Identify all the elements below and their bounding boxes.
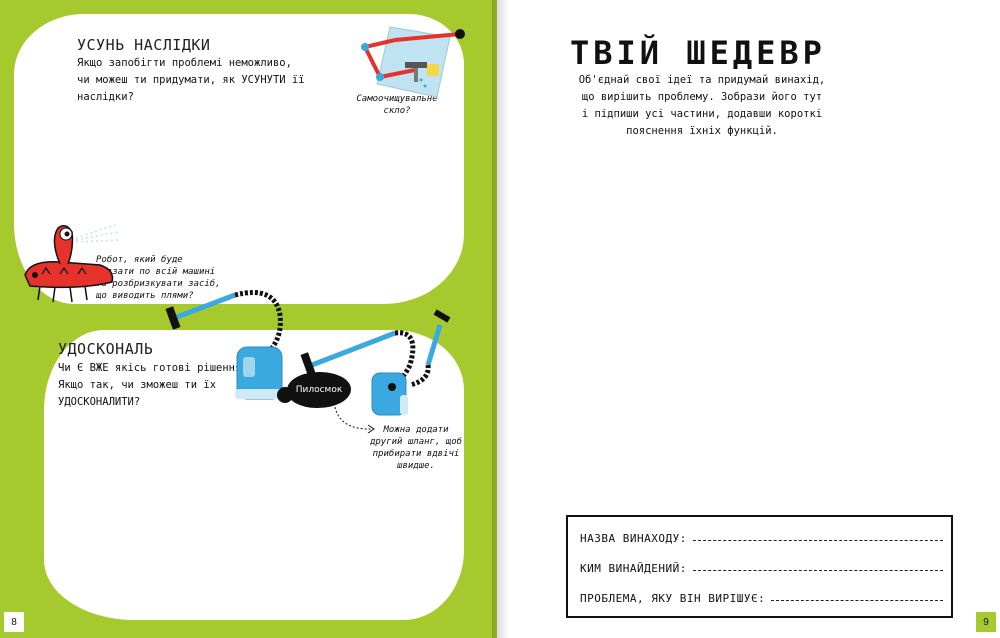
inventor-row[interactable]: КИМ ВИНАЙДЕНИЙ:	[580, 555, 943, 575]
section2-text: Чи Є ВЖЕ якісь готові рішення? Якщо так,…	[58, 362, 248, 408]
page-number-right: 9	[976, 612, 996, 632]
section1-heading: УСУНЬ НАСЛІДКИ	[77, 36, 211, 54]
left-page: УСУНЬ НАСЛІДКИ Якщо запобігти проблемі н…	[0, 0, 497, 638]
invention-name-line[interactable]	[692, 540, 943, 541]
caption-arrow	[334, 406, 375, 434]
problem-line[interactable]	[771, 600, 943, 601]
invention-name-label: НАЗВА ВИНАХОДУ:	[580, 532, 687, 545]
stain-robot-illustration	[24, 224, 121, 303]
robot-caption: Робот, який буде повзати по всій машині …	[96, 255, 221, 301]
problem-label: ПРОБЛЕМА, ЯКУ ВІН ВИРІШУЄ:	[580, 592, 766, 605]
window-caption: Самоочищувальне скло?	[356, 94, 438, 116]
inventor-line[interactable]	[692, 570, 943, 571]
invention-name-row[interactable]: НАЗВА ВИНАХОДУ:	[580, 525, 943, 545]
invention-form: НАЗВА ВИНАХОДУ: КИМ ВИНАЙДЕНИЙ: ПРОБЛЕМА…	[566, 515, 953, 618]
page-number-left: 8	[4, 612, 24, 632]
inventor-label: КИМ ВИНАЙДЕНИЙ:	[580, 562, 687, 575]
vacuum-badge: Пилосмок	[287, 372, 351, 408]
vacuum-cleaner-illustration-2	[300, 309, 451, 416]
intro-text: Об'єднай свої ідеї та придумай винахід, …	[578, 74, 826, 137]
section1-text: Якщо запобігти проблемі неможливо, чи мо…	[77, 57, 305, 103]
vacuum-caption: Можна додати другий шланг, щоб прибирати…	[369, 425, 463, 471]
problem-row[interactable]: ПРОБЛЕМА, ЯКУ ВІН ВИРІШУЄ:	[580, 585, 943, 605]
self-cleaning-window-illustration	[361, 26, 465, 98]
page-gutter	[492, 0, 510, 638]
vacuum-cleaner-illustration-1	[165, 290, 293, 403]
section2-heading: УДОСКОНАЛЬ	[58, 340, 154, 358]
page-title: ТВІЙ ШЕДЕВР	[570, 34, 826, 72]
